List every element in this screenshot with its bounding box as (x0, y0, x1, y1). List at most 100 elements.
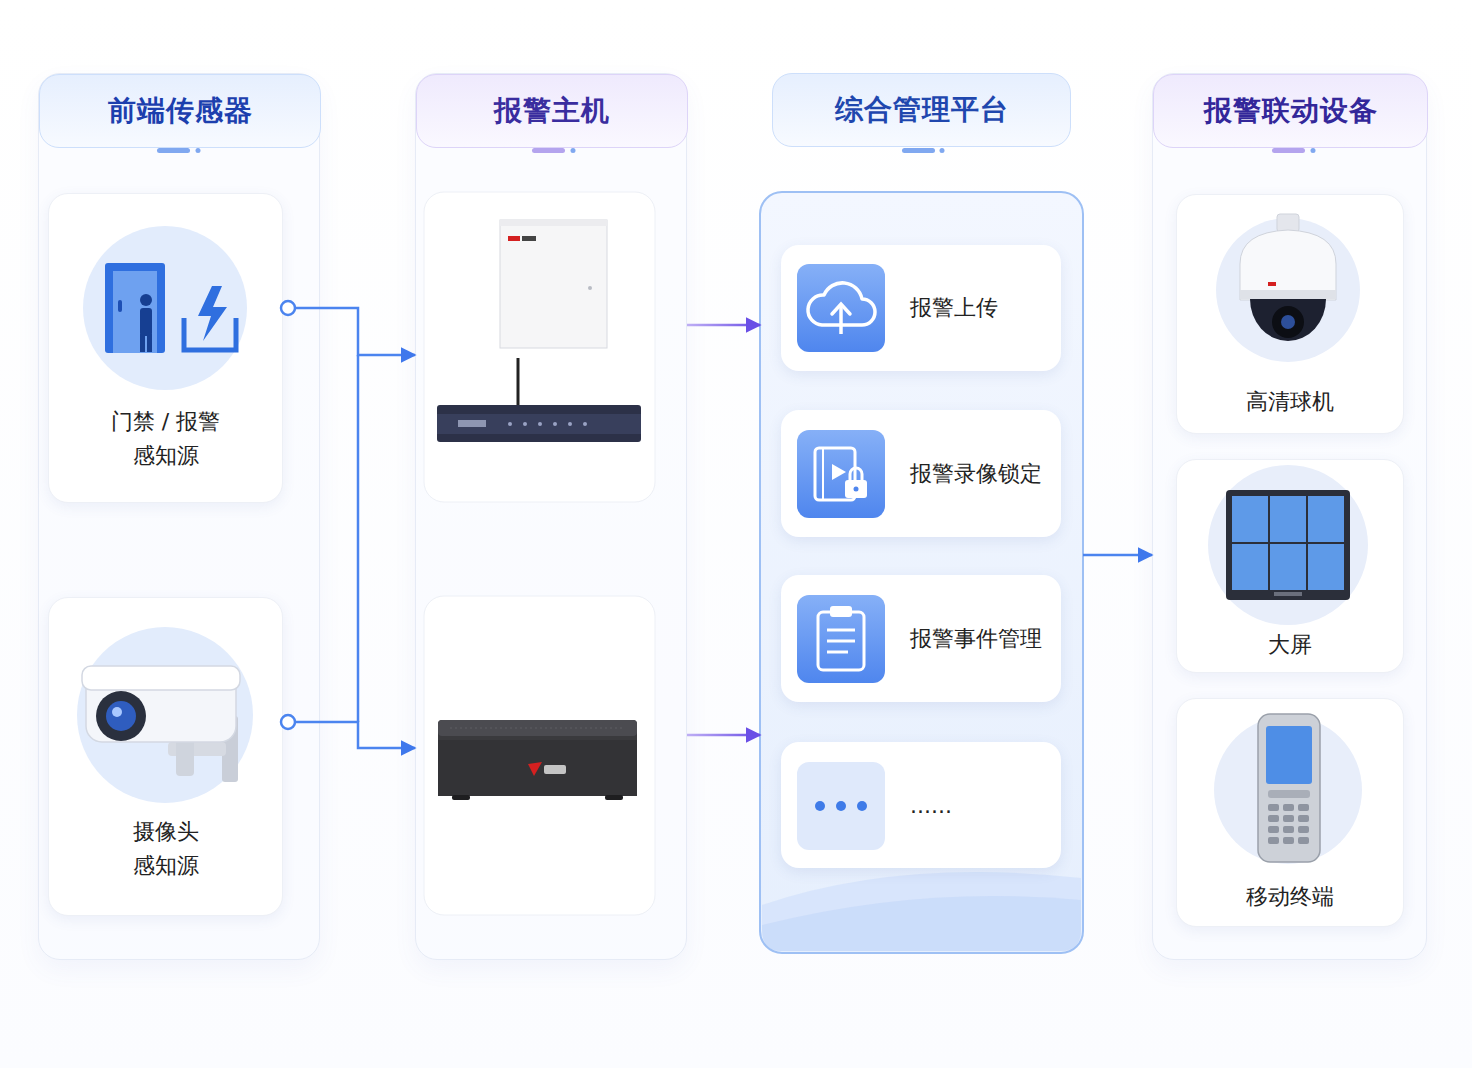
dome-camera-illustration-part (1216, 218, 1360, 362)
mobile-terminal-illustration-part (1283, 815, 1294, 822)
rack-alarm-host-part (508, 422, 512, 426)
dome-camera-illustration-part (1268, 282, 1276, 286)
video-wall-illustration-part (1232, 496, 1268, 542)
door-alarm-illustration-part (83, 226, 247, 390)
video-lock-icon-part (822, 448, 824, 500)
dome-camera-illustration-part (1281, 315, 1295, 329)
mobile-terminal-illustration-part (1268, 837, 1279, 844)
mobile-terminal-illustration-part (1214, 716, 1362, 864)
door-alarm-illustration-part (198, 286, 227, 341)
door-alarm-illustration-part (113, 271, 157, 353)
column-panel: 前端传感器门禁 / 报警 感知源摄像头 感知源 (38, 73, 320, 960)
node-label: 高清球机 (1246, 385, 1334, 419)
header-pills-part (1311, 148, 1316, 153)
camera-illustration-part (96, 691, 146, 741)
node-label: 大屏 (1268, 628, 1312, 662)
node-label: 门禁 / 报警 感知源 (101, 405, 231, 473)
header-pills-part (940, 148, 945, 153)
camera-illustration-part (112, 707, 122, 717)
dome-camera-illustration-part (1250, 299, 1326, 341)
mobile-terminal-illustration-part (1298, 826, 1309, 833)
dome-camera-illustration-part (1277, 214, 1299, 232)
item-text-wrap: 报警上传 (910, 245, 998, 371)
more-icon-part (857, 801, 867, 811)
door-alarm-illustration-part (147, 334, 152, 352)
column-panel: 综合管理平台报警上传报警录像锁定报警事件管理...... (760, 73, 1083, 960)
camera-illustration-part (106, 701, 136, 731)
video-lock-icon-part (797, 430, 885, 518)
network-alarm-host-part (528, 762, 542, 776)
video-wall-illustration-part (1270, 544, 1306, 590)
alarm-panel-box-part (588, 286, 592, 290)
function-item: 报警录像锁定 (781, 410, 1061, 537)
mobile-terminal-illustration-part (1268, 804, 1279, 811)
event-manage-icon (797, 595, 885, 683)
card-text-wrap: 摄像头 感知源 (49, 815, 282, 883)
column-header: 前端传感器 (39, 74, 321, 148)
camera-illustration-part (82, 666, 240, 690)
rack-alarm-host-part (583, 422, 587, 426)
camera-illustration-part (86, 672, 236, 742)
dome-camera-illustration-part (1240, 230, 1336, 300)
connector-layer (283, 308, 1152, 748)
card-text-wrap: 移动终端 (1177, 880, 1403, 914)
node-label: ...... (910, 793, 952, 818)
platform-frame-fill-part (762, 896, 1081, 951)
node-label: 移动终端 (1246, 880, 1334, 914)
item-text-wrap: ...... (910, 742, 952, 868)
column-header: 报警联动设备 (1153, 74, 1428, 148)
item-text-wrap: 报警录像锁定 (910, 410, 1042, 537)
rack-alarm-host (437, 358, 641, 442)
upload-icon (797, 264, 885, 352)
video-lock-icon (797, 430, 885, 518)
merge-wire-part (357, 355, 360, 722)
camera-illustration-part (176, 736, 194, 776)
video-lock-icon-part (854, 487, 859, 492)
function-item: 报警事件管理 (781, 575, 1061, 702)
alarm-panel-box-part (508, 236, 520, 241)
door-alarm-illustration-part (140, 294, 152, 306)
node-label: 报警录像锁定 (910, 459, 1042, 489)
video-wall-illustration-part (1308, 544, 1344, 590)
network-alarm-host-part (544, 765, 566, 774)
door-alarm-illustration-part (140, 334, 145, 352)
mobile-terminal-illustration-part (1266, 726, 1312, 784)
door-alarm-illustration-part (140, 308, 152, 336)
dome-camera-illustration-part (1272, 306, 1304, 338)
host-cards-part (424, 192, 655, 502)
column-header: 报警主机 (416, 74, 688, 148)
camera-illustration-part (168, 742, 226, 756)
header-pills (157, 148, 1316, 153)
event-manage-icon-part (827, 651, 848, 654)
door-alarm-illustration-part (105, 263, 165, 353)
camera-illustration-part (77, 627, 253, 803)
upload-icon-part (808, 283, 875, 325)
door-alarm-illustration (83, 226, 247, 390)
network-alarm-host-part (452, 795, 470, 800)
header-pills-part (532, 148, 565, 153)
sensor-port-rings-part (281, 715, 295, 729)
flow-arrow (1083, 554, 1152, 557)
event-manage-icon-part (827, 629, 855, 632)
header-pills-part (571, 148, 576, 153)
header-pills-part (157, 148, 190, 153)
alarm-panel-box (500, 220, 607, 348)
camera-illustration (77, 627, 253, 803)
network-alarm-host-part (438, 740, 637, 796)
node-label: 报警上传 (910, 293, 998, 323)
more-icon (797, 762, 885, 850)
function-item: 报警上传 (781, 245, 1061, 371)
mobile-terminal-illustration-part (1283, 837, 1294, 844)
alarm-panel-box-part (500, 220, 607, 226)
mobile-terminal-illustration-part (1268, 826, 1279, 833)
alarm-panel-box-part (500, 220, 607, 348)
network-alarm-host-part (438, 720, 637, 796)
mobile-terminal-illustration-part (1268, 815, 1279, 822)
mobile-terminal-illustration (1214, 714, 1362, 864)
network-alarm-host (438, 720, 637, 800)
column-title: 综合管理平台 (835, 91, 1009, 129)
video-wall-illustration-part (1308, 496, 1344, 542)
video-wall-illustration-part (1226, 490, 1350, 600)
network-alarm-host-part (438, 720, 637, 736)
mobile-terminal-illustration-part (1283, 804, 1294, 811)
